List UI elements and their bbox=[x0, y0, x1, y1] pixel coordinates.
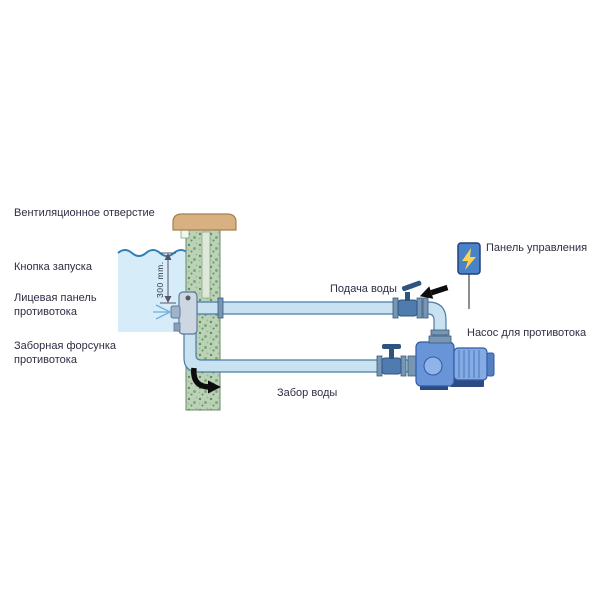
start-button bbox=[185, 295, 191, 301]
label-face-panel-line1: Лицевая панель bbox=[14, 292, 97, 304]
pump-top-flange bbox=[428, 335, 452, 344]
pipe-unions bbox=[217, 297, 450, 336]
vent-conduit bbox=[201, 231, 211, 299]
flow-arrows bbox=[191, 284, 449, 394]
counterflow-faceplate bbox=[153, 291, 198, 335]
valve-stem bbox=[389, 348, 394, 359]
valve-stem bbox=[405, 292, 410, 301]
dimension-300mm: 300 mm. bbox=[155, 252, 176, 304]
vent-opening bbox=[180, 229, 190, 239]
pool-wall bbox=[180, 229, 221, 411]
label-ventilation: Вентиляционное отверстие bbox=[14, 207, 155, 219]
valve-flange bbox=[376, 355, 383, 377]
label-pump: Насос для противотока bbox=[467, 327, 587, 339]
control-panel bbox=[457, 242, 481, 309]
dimension-label: 300 mm. bbox=[155, 261, 165, 298]
valve-handle bbox=[382, 344, 401, 349]
drop-union bbox=[430, 329, 450, 336]
valve-body bbox=[381, 357, 402, 375]
counterflow-pump bbox=[407, 335, 495, 390]
valve-handle bbox=[401, 280, 422, 292]
pump-volute bbox=[423, 356, 443, 376]
jet-spray bbox=[153, 304, 171, 320]
supply-valve bbox=[392, 280, 423, 319]
supply-flow-arrow bbox=[419, 284, 449, 299]
label-water-intake: Забор воды bbox=[277, 387, 337, 399]
elbow-union bbox=[422, 297, 429, 319]
label-intake-nozzle-line1: Заборная форсунка bbox=[14, 340, 117, 352]
motor-ribs bbox=[458, 350, 480, 378]
dimension-arrow-up bbox=[164, 253, 172, 260]
pump-inlet-flange bbox=[407, 355, 417, 377]
label-control-panel: Панель управления bbox=[486, 242, 587, 254]
valve-flange bbox=[416, 297, 423, 319]
wall-union bbox=[217, 297, 224, 319]
labels: Вентиляционное отверстие Кнопка запуска … bbox=[14, 207, 587, 399]
valve-body bbox=[397, 299, 418, 317]
pool-water bbox=[117, 249, 189, 332]
pump-foot bbox=[420, 386, 448, 390]
water-surface-line bbox=[117, 249, 189, 257]
label-start-button: Кнопка запуска bbox=[14, 261, 93, 273]
intake-nozzle bbox=[173, 322, 181, 332]
motor-end-cap bbox=[486, 352, 495, 377]
dimension-arrow-down bbox=[164, 296, 172, 303]
water-body bbox=[118, 250, 188, 332]
label-intake-nozzle-line2: противотока bbox=[14, 354, 78, 366]
jet-nozzle bbox=[170, 305, 181, 319]
coping-stone bbox=[172, 213, 237, 231]
intake-flow-arrow bbox=[191, 367, 221, 394]
valve-flange bbox=[400, 355, 407, 377]
lightning-bolt-icon bbox=[462, 248, 476, 270]
label-face-panel-line2: противотока bbox=[14, 306, 78, 318]
intake-valve bbox=[376, 344, 407, 377]
label-water-supply: Подача воды bbox=[330, 283, 397, 295]
valve-flange bbox=[392, 297, 399, 319]
